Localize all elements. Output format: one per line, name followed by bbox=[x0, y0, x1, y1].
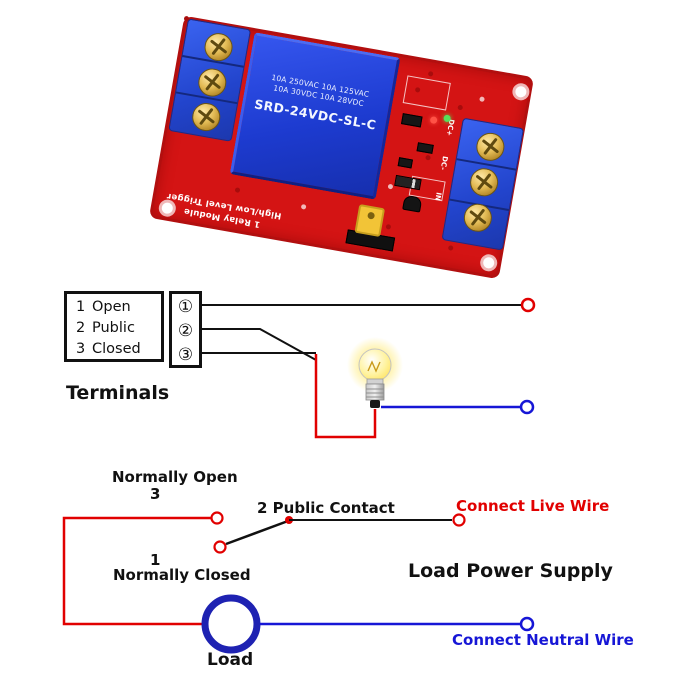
circled-number-2: ② bbox=[177, 321, 194, 341]
terminal-numbers-box: ① ② ③ bbox=[169, 291, 202, 368]
terminal-row-open: 1 Open bbox=[76, 297, 161, 318]
load-label: Load bbox=[207, 650, 254, 670]
connection-point-neutral-top bbox=[519, 399, 535, 415]
normally-open-number: 3 bbox=[150, 485, 161, 503]
connect-live-wire-label: Connect Live Wire bbox=[456, 497, 610, 515]
wire-red-supply-loop bbox=[62, 516, 211, 626]
load-power-supply-label: Load Power Supply bbox=[408, 560, 613, 582]
terminal-row-label: Open bbox=[92, 299, 131, 315]
light-bulb bbox=[347, 337, 403, 408]
normally-closed-label: Normally Closed bbox=[113, 566, 251, 584]
terminals-legend-box: 1 Open 2 Public 3 Closed bbox=[64, 291, 164, 362]
connection-point-neutral-bottom bbox=[519, 616, 535, 632]
connection-point-live-top bbox=[520, 297, 536, 313]
switch-terminal-normally-open bbox=[210, 511, 224, 525]
terminal-row-num: 2 bbox=[76, 320, 86, 336]
connection-point-live-bottom bbox=[452, 513, 466, 527]
wire-public-terminal bbox=[202, 328, 317, 361]
circled-number-1: ① bbox=[177, 297, 194, 317]
terminals-caption: Terminals bbox=[66, 382, 170, 404]
normally-open-label: Normally Open bbox=[112, 468, 238, 486]
bulb-contact-tip bbox=[370, 400, 380, 408]
terminal-row-public: 2 Public bbox=[76, 318, 161, 339]
terminal-row-label: Public bbox=[92, 320, 135, 336]
bulb-neck bbox=[366, 378, 384, 385]
public-contact-label: 2 Public Contact bbox=[257, 499, 395, 517]
terminal-row-num: 3 bbox=[76, 341, 86, 357]
normally-closed-number: 1 bbox=[150, 551, 161, 569]
terminal-row-num: 1 bbox=[76, 299, 86, 315]
switch-terminal-normally-closed bbox=[213, 540, 227, 554]
bulb-filament bbox=[367, 360, 381, 373]
load-symbol bbox=[201, 594, 261, 654]
bulb-screw-base bbox=[365, 383, 385, 401]
connect-neutral-wire-label: Connect Neutral Wire bbox=[452, 631, 634, 649]
bulb-glass bbox=[358, 348, 392, 382]
switch-blade bbox=[225, 519, 289, 546]
terminal-row-label: Closed bbox=[92, 341, 141, 357]
wire-red-to-bulb bbox=[314, 354, 377, 439]
terminal-row-closed: 3 Closed bbox=[76, 339, 161, 360]
circled-number-3: ③ bbox=[177, 345, 194, 365]
